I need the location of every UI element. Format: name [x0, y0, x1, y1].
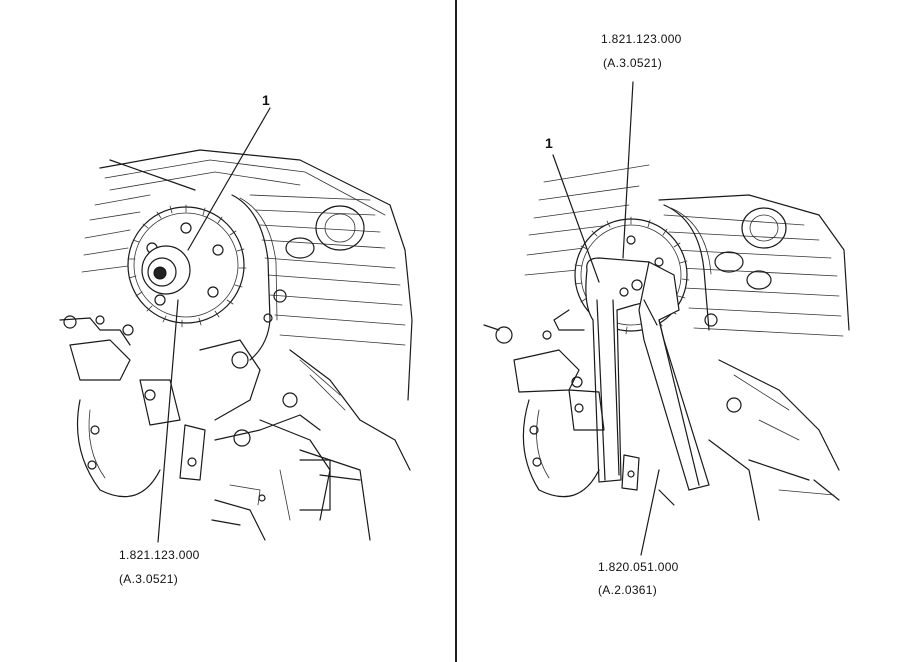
right-top-tool-reference: (A.3.0521)	[603, 56, 663, 70]
right-panel: 1.821.123.000 (A.3.0521) 1 1.820.051.000…	[459, 0, 912, 662]
left-cam-sprocket	[127, 204, 247, 328]
right-bottom-tool-part-number: 1.820.051.000	[598, 560, 679, 574]
right-bottom-tool-leader	[640, 469, 660, 556]
left-tool-leader	[157, 299, 179, 543]
panel-divider	[455, 0, 457, 662]
right-callout-1-leader	[552, 154, 600, 283]
left-callout-1-leader	[187, 107, 271, 251]
left-timing-belt	[231, 194, 287, 361]
right-holding-tool	[553, 257, 710, 491]
right-engine-block	[524, 164, 850, 521]
right-lower-components	[483, 324, 742, 506]
right-top-tool-leader	[622, 81, 634, 259]
right-callout-number: 1	[545, 135, 553, 151]
right-engine-drawing	[483, 81, 850, 556]
right-top-tool-part-number: 1.821.123.000	[601, 32, 682, 46]
left-panel: 1 1.821.123.000 (A.3.0521)	[0, 0, 455, 662]
left-engine-drawing	[59, 107, 413, 543]
left-callout-number: 1	[262, 92, 270, 108]
left-tool-part-number: 1.821.123.000	[119, 548, 200, 562]
left-tool-reference: (A.3.0521)	[119, 572, 179, 586]
left-engine-block	[81, 149, 413, 541]
right-bottom-tool-reference: (A.2.0361)	[598, 583, 658, 597]
right-timing-belt	[663, 204, 718, 331]
left-lower-components	[59, 315, 361, 541]
